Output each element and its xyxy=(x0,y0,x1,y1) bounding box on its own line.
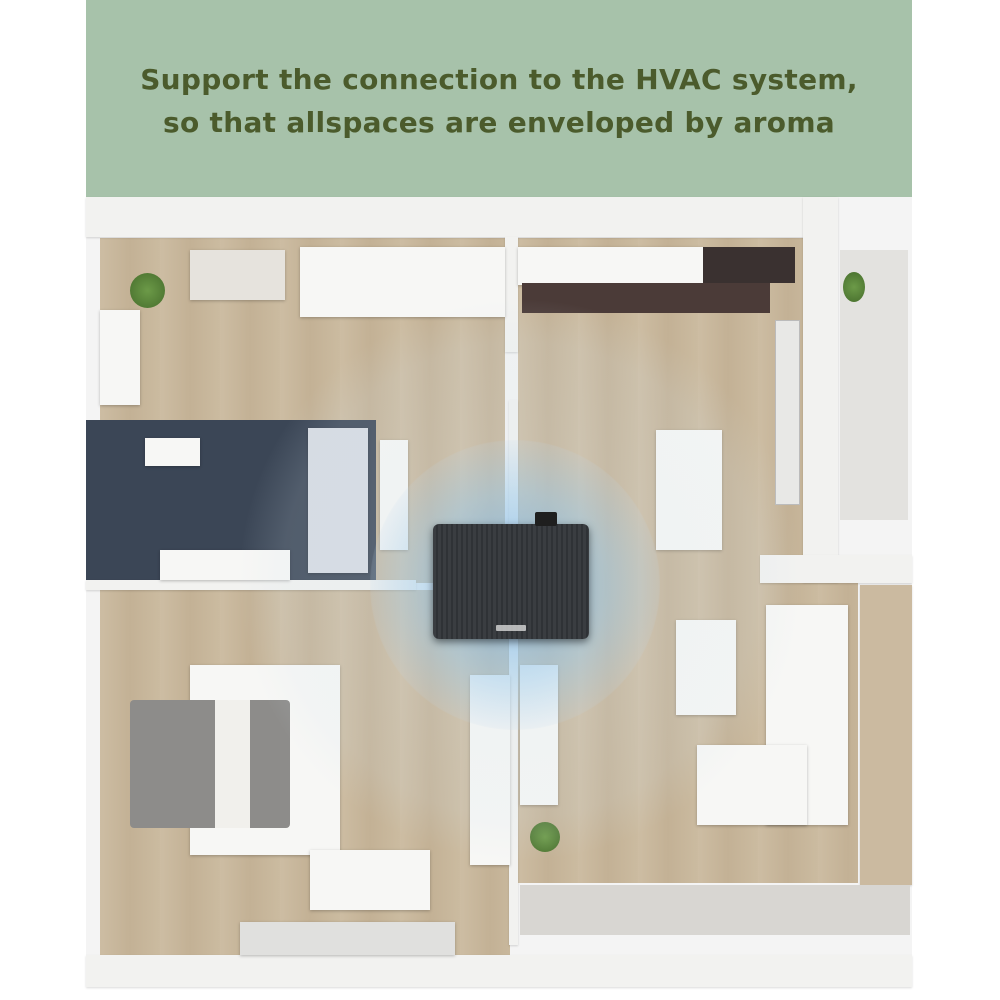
coffee-table xyxy=(676,620,736,715)
wall-right xyxy=(803,197,838,582)
kitchen-counter xyxy=(522,283,770,313)
bed-sheet xyxy=(215,700,250,828)
aroma-diffuser-device xyxy=(433,524,589,639)
wardrobe xyxy=(300,247,505,317)
headline: Support the connection to the HVAC syste… xyxy=(140,63,858,139)
plant xyxy=(530,822,560,852)
wall-bottom xyxy=(86,955,912,987)
bed xyxy=(130,700,290,828)
wall-living-right xyxy=(860,585,912,885)
toilet xyxy=(145,438,200,466)
bathroom-vanity xyxy=(160,550,290,580)
sofa-chaise xyxy=(697,745,807,825)
dining-table xyxy=(656,430,722,550)
bench xyxy=(240,922,455,955)
armchair xyxy=(310,850,430,910)
device-logo xyxy=(496,625,526,631)
kitchen-cabinets xyxy=(518,247,703,285)
kitchen-window xyxy=(775,320,800,505)
entry-door xyxy=(100,310,140,405)
device-control-panel xyxy=(535,512,557,526)
wall-center-top xyxy=(505,237,518,352)
wall-bath xyxy=(86,580,416,590)
wall-balcony xyxy=(760,555,912,583)
header-banner xyxy=(86,0,912,197)
plant xyxy=(130,273,165,308)
bathtub xyxy=(308,428,368,573)
balcony-plant xyxy=(843,272,865,302)
kitchen-shelf xyxy=(703,247,795,283)
wall-top xyxy=(86,197,836,237)
sideboard xyxy=(520,885,910,935)
console-table xyxy=(190,250,285,300)
